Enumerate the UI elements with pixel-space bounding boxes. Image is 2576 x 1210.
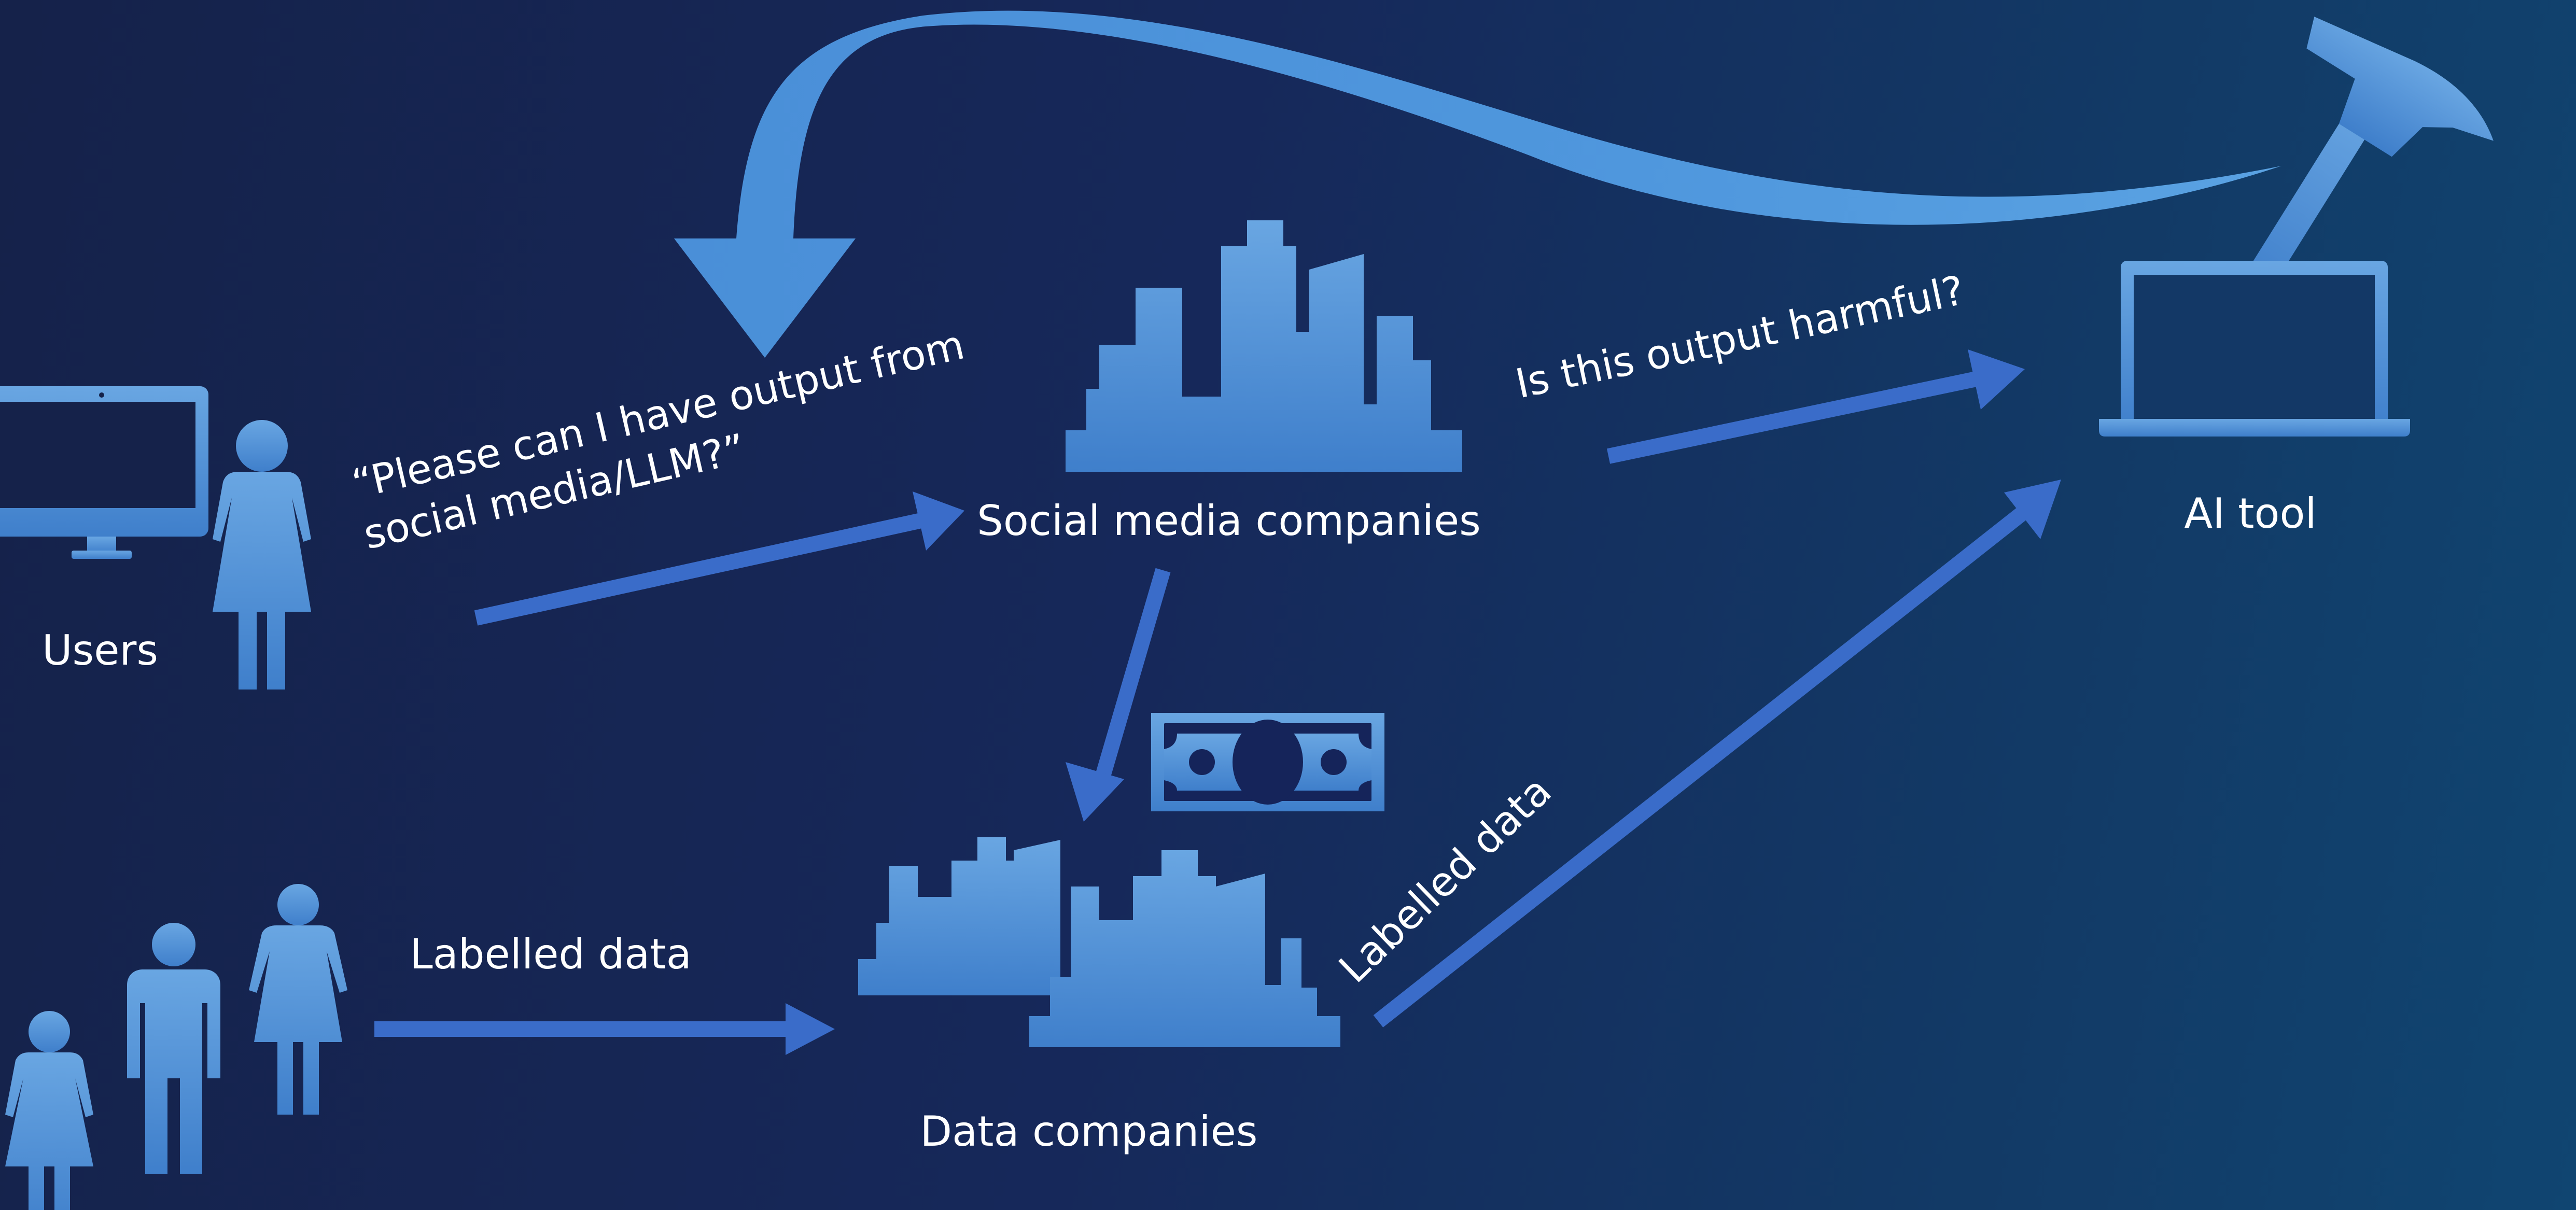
person-icon bbox=[5, 1011, 93, 1210]
ai-tool-label: AI tool bbox=[2184, 489, 2316, 538]
city-skyline-icon bbox=[1066, 220, 1462, 472]
city-skyline-icon bbox=[858, 837, 1060, 995]
hammer-icon bbox=[2239, 17, 2494, 300]
users-label: Users bbox=[42, 626, 158, 674]
arrow-people-to-data bbox=[374, 1003, 835, 1055]
feedback-arrow bbox=[674, 10, 2281, 358]
harmful-question-label: Is this output harmful? bbox=[1511, 267, 1968, 407]
arrow-data-to-ai bbox=[1373, 480, 2061, 1028]
arrow-social-to-ai bbox=[1606, 349, 2025, 464]
arrow-users-to-social bbox=[474, 491, 964, 626]
monitor-icon bbox=[0, 386, 208, 559]
person-icon bbox=[249, 884, 347, 1115]
person-icon bbox=[213, 420, 311, 690]
money-bill-icon bbox=[1151, 713, 1384, 811]
social-media-label: Social media companies bbox=[977, 497, 1481, 545]
labelled-data-left-label: Labelled data bbox=[410, 930, 692, 978]
arrow-social-to-data bbox=[1066, 568, 1171, 822]
city-skyline-icon bbox=[1029, 850, 1340, 1047]
data-companies-label: Data companies bbox=[920, 1107, 1258, 1156]
laptop-icon bbox=[2099, 261, 2410, 437]
people-group-icon bbox=[5, 884, 347, 1210]
person-icon bbox=[127, 923, 220, 1174]
